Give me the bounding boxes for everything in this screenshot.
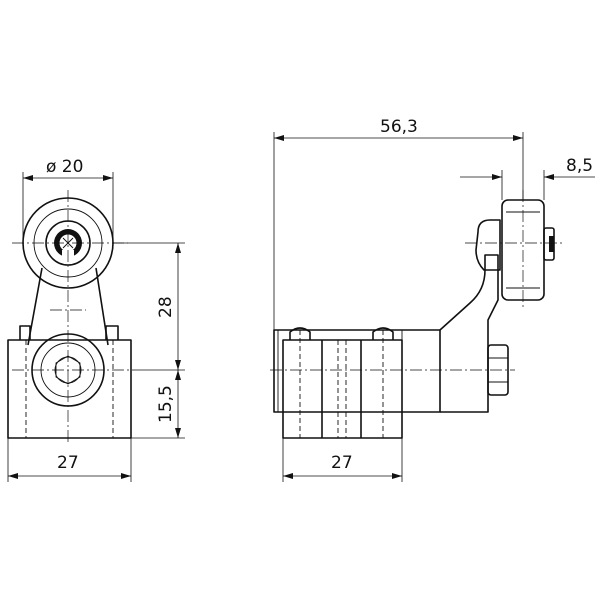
- dim-base-height: 15,5: [156, 385, 176, 423]
- front-view: [7, 190, 135, 445]
- front-lever-arm: [27, 267, 109, 346]
- side-housing: [273, 329, 441, 413]
- side-actuator-head: [439, 254, 499, 413]
- dim-side-width: 27: [331, 453, 353, 473]
- dim-roller-diameter: ø 20: [46, 157, 83, 177]
- front-dimensions: ø 20 28 15,5 27: [7, 157, 185, 482]
- front-base-block: [7, 339, 132, 439]
- dim-lever-length: 28: [156, 296, 176, 318]
- side-shaft-nut: [487, 344, 509, 396]
- side-view: [270, 190, 565, 439]
- side-base-block: [282, 339, 403, 439]
- dim-front-width: 27: [57, 453, 79, 473]
- side-dimensions: 56,3 8,5 27: [273, 117, 595, 482]
- hex-socket: [55, 355, 81, 385]
- dim-overall-length: 56,3: [380, 117, 418, 137]
- side-lever-arm: [475, 219, 501, 271]
- dim-roller-width: 8,5: [566, 156, 593, 176]
